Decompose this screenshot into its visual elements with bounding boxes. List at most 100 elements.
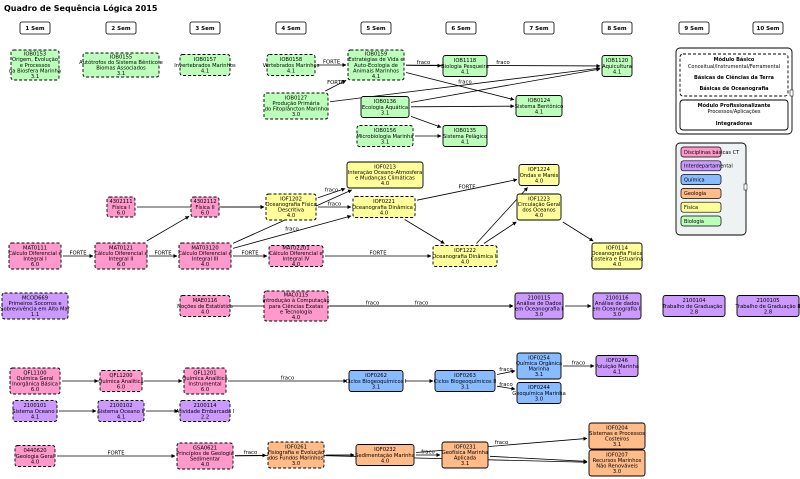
legend-color-label: Biologia: [684, 219, 704, 225]
course-node-line: Autótrofos do Sistema Bêntico e: [79, 59, 163, 66]
course-node-box: [347, 49, 405, 81]
course-node-line: IOB0153: [24, 52, 46, 58]
course-node-line: Ondas e Marés: [520, 172, 559, 179]
legend-earth-sciences: Básicas de Ciências da Terra: [694, 74, 774, 81]
course-node-line: Biomas Associados: [96, 66, 146, 72]
course-node-box: [662, 295, 726, 317]
course-node-box: [14, 445, 56, 467]
legend-color-item: Biologia: [680, 215, 722, 227]
semester-header-box: [189, 21, 221, 35]
course-node-line: IOF0231: [454, 444, 476, 450]
course-node-line: Química Analítica: [182, 375, 227, 382]
edge-arrow: [496, 369, 516, 375]
edge-MAT02201-IOF1222: FORTE: [325, 251, 432, 258]
course-node-box: [348, 370, 404, 392]
legend-colors-handle[interactable]: [743, 183, 748, 191]
course-node-box: [432, 245, 498, 267]
edge-label: fraco: [325, 188, 338, 194]
course-node-line: 4.0: [292, 315, 300, 321]
course-node-line: MAT03120: [191, 245, 218, 251]
semester-header: 9 Sem: [678, 21, 710, 35]
course-node-line: 3.1: [613, 442, 621, 448]
course-node-line: IOF0263: [454, 373, 476, 379]
course-node-line: 4.0: [535, 213, 543, 219]
course-node-line: IOF0213: [374, 164, 396, 170]
course-node-line: Sistema Bentônico: [515, 103, 564, 110]
semester-header: 8 Sem: [601, 21, 633, 35]
course-node-line: 3.1: [535, 372, 543, 378]
semester-header-label: 1 Sem: [25, 26, 44, 32]
course-node-line: IOB1118: [454, 58, 476, 64]
course-node-line: 4.0: [31, 459, 39, 465]
course-node-line: Sistemas e Processos: [589, 431, 645, 437]
course-node-line: Cálculo Diferencial e: [94, 250, 147, 257]
course-node-line: 3.0: [613, 312, 621, 318]
course-node-line: Microbiologia Marinha: [356, 134, 413, 140]
course-node-line: e Mudanças Climáticas: [355, 175, 415, 182]
course-node-box: [595, 355, 639, 377]
legend-basic-subtitle: Conceitual/Instrumental/Ferramental: [688, 64, 780, 70]
course-node-line: Costeira e Estuarina: [591, 257, 644, 263]
course-node-line: 4.0: [287, 213, 295, 219]
course-node-box: [179, 295, 231, 317]
course-node-line: MAT02201: [282, 245, 309, 251]
course-node-line: Oceanografia Dinâmica II: [432, 253, 498, 260]
edge-arrow: [562, 221, 594, 242]
semester-header-label: 5 Sem: [366, 26, 385, 32]
course-node-box: [99, 370, 143, 392]
edge-IOF0231-IOF0207: [489, 455, 588, 464]
course-node-line: 4.0: [381, 458, 389, 464]
legend-modules-handle[interactable]: [789, 89, 794, 97]
